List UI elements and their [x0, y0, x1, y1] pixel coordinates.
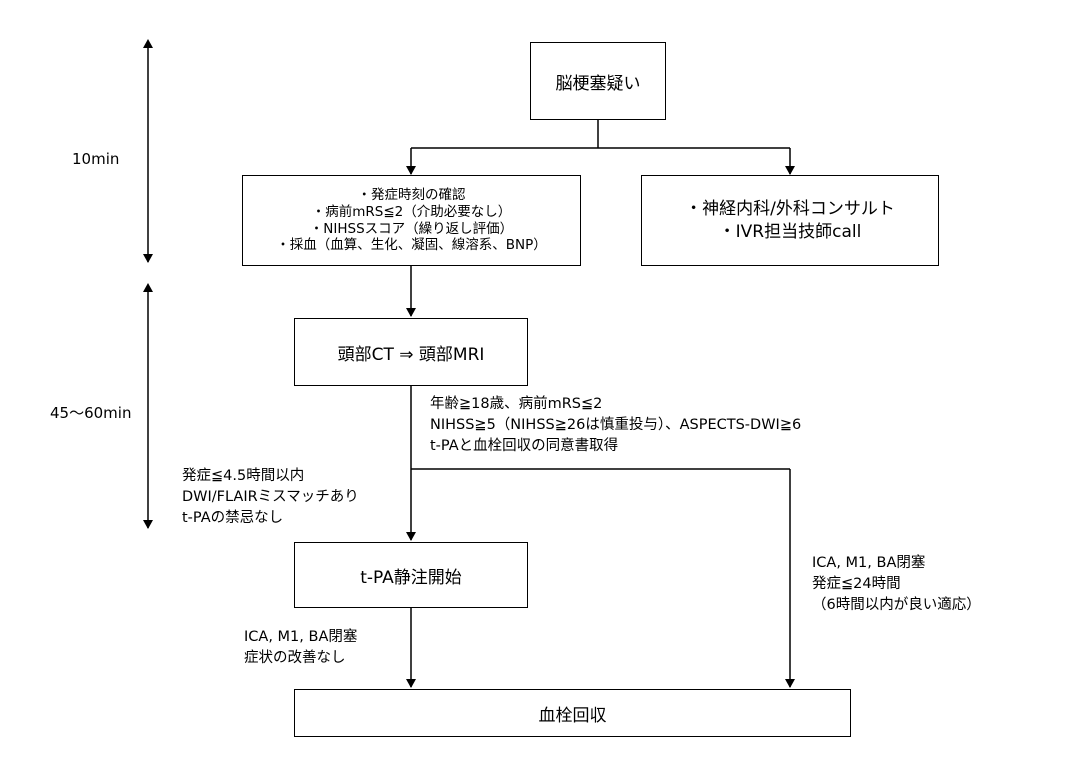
initial-check-blood: ・採血（血算、生化、凝固、線溶系、BNP）: [276, 237, 547, 254]
tpa-condition-mismatch: DWI/FLAIRミスマッチあり: [182, 489, 359, 506]
node-initial-checks: ・発症時刻の確認 ・病前mRS≦2（介助必要なし） ・NIHSSスコア（繰り返し…: [242, 175, 581, 266]
node-suspected-stroke-label: 脳梗塞疑い: [555, 73, 641, 94]
note-general-conditions: 年齢≧18歳、病前mRS≦2 NIHSS≧5（NIHSS≧26は慎重投与）、AS…: [430, 394, 801, 457]
direct-onset-24h: 発症≦24時間: [812, 576, 901, 593]
node-tpa-start: t-PA静注開始: [294, 542, 528, 608]
consult-neurology: ・神経内科/外科コンサルト: [685, 198, 895, 219]
general-condition-age: 年齢≧18歳、病前mRS≦2: [430, 396, 603, 412]
note-direct-thrombectomy-conditions: ICA, M1, BA閉塞 発症≦24時間 （6時間以内が良い適応）: [812, 553, 981, 616]
node-thrombectomy-label: 血栓回収: [538, 705, 607, 726]
node-imaging: 頭部CT ⇒ 頭部MRI: [294, 318, 528, 386]
time-label-10min: 10min: [72, 150, 120, 168]
node-consult: ・神経内科/外科コンサルト ・IVR担当技師call: [641, 175, 939, 266]
note-after-tpa-conditions: ICA, M1, BA閉塞 症状の改善なし: [244, 627, 357, 669]
tpa-condition-onset: 発症≦4.5時間以内: [182, 468, 305, 484]
initial-check-nihss: ・NIHSSスコア（繰り返し評価）: [309, 220, 514, 237]
consult-ivr-tech: ・IVR担当技師call: [718, 221, 862, 242]
node-tpa-start-label: t-PA静注開始: [360, 567, 462, 588]
initial-check-onset: ・発症時刻の確認: [357, 186, 466, 203]
after-tpa-no-improvement: 症状の改善なし: [244, 650, 346, 667]
note-tpa-conditions: 発症≦4.5時間以内 DWI/FLAIRミスマッチあり t-PAの禁忌なし: [182, 466, 359, 529]
time-label-45-60min: 45～60min: [50, 404, 132, 422]
general-condition-consent: t-PAと血栓回収の同意書取得: [430, 438, 619, 455]
direct-good-indication: （6時間以内が良い適応）: [812, 597, 981, 614]
general-condition-nihss: NIHSS≧5（NIHSS≧26は慎重投与）、ASPECTS-DWI≧6: [430, 417, 802, 434]
node-imaging-label: 頭部CT ⇒ 頭部MRI: [337, 344, 485, 365]
node-thrombectomy: 血栓回収: [294, 689, 851, 737]
direct-occlusion: ICA, M1, BA閉塞: [812, 555, 926, 571]
after-tpa-occlusion: ICA, M1, BA閉塞: [244, 629, 358, 645]
initial-check-mrs: ・病前mRS≦2（介助必要なし）: [311, 203, 512, 220]
node-suspected-stroke: 脳梗塞疑い: [530, 42, 666, 120]
tpa-condition-contraindication: t-PAの禁忌なし: [182, 510, 284, 527]
